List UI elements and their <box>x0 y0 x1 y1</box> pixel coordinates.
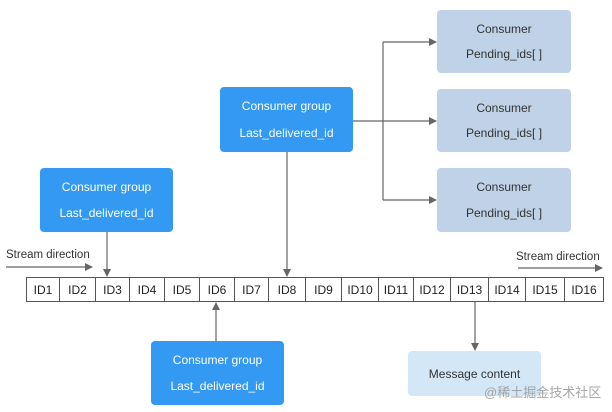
stream-id-cell: ID11 <box>379 278 414 301</box>
consumer-group-box: Consumer group Last_delivered_id <box>220 87 353 152</box>
stream-id-cell: ID5 <box>165 278 200 301</box>
message-content-box: Message content <box>408 351 541 396</box>
stream-id-cell: ID1 <box>27 278 60 301</box>
consumer-field: Pending_ids[ ] <box>465 47 543 62</box>
consumer-group-box: Consumer group Last_delivered_id <box>40 168 173 232</box>
consumer-field: Pending_ids[ ] <box>465 206 543 220</box>
stream-id-cell: ID14 <box>489 278 526 301</box>
stream-id-cell: ID9 <box>306 278 342 301</box>
stream-id-cell: ID4 <box>130 278 165 301</box>
stream-id-row: ID1 ID2 ID3 ID4 ID5 ID6 ID7 ID8 ID9 ID10… <box>26 277 604 302</box>
stream-id-cell: ID13 <box>451 278 489 301</box>
stream-id-cell: ID16 <box>571 282 597 297</box>
stream-id-cell: ID2 <box>60 278 96 301</box>
consumer-group-field: Last_delivered_id <box>59 206 154 220</box>
stream-direction-label-left: Stream direction <box>6 249 90 261</box>
consumer-box: Consumer Pending_ids[ ] <box>437 10 571 73</box>
consumer-group-title: Consumer group <box>172 353 263 367</box>
stream-id-cell: ID10 <box>342 278 379 301</box>
consumer-field: Pending_ids[ ] <box>465 126 543 141</box>
consumer-title: Consumer <box>476 100 532 115</box>
consumer-group-field: Last_delivered_id <box>170 379 265 393</box>
consumer-group-title: Consumer group <box>61 180 152 194</box>
stream-id-cell: ID8 <box>269 278 306 301</box>
stream-id-cell: ID6 <box>200 278 235 301</box>
stream-id-cell: ID15 <box>526 278 565 301</box>
consumer-group-title: Consumer group <box>241 99 332 114</box>
consumer-group-box: Consumer group Last_delivered_id <box>151 341 284 405</box>
consumer-title: Consumer <box>476 180 532 194</box>
watermark: @稀土掘金技术社区 <box>484 385 602 400</box>
consumer-title: Consumer <box>476 21 532 36</box>
message-content-label: Message content <box>428 366 521 381</box>
consumer-box: Consumer Pending_ids[ ] <box>437 89 571 152</box>
stream-id-cell: ID12 <box>414 278 451 301</box>
stream-id-cell: ID7 <box>235 278 269 301</box>
stream-id-cell: ID3 <box>96 278 130 301</box>
stream-direction-label-right: Stream direction <box>516 251 600 263</box>
consumer-box: Consumer Pending_ids[ ] <box>437 168 571 232</box>
consumer-group-field: Last_delivered_id <box>239 125 334 140</box>
